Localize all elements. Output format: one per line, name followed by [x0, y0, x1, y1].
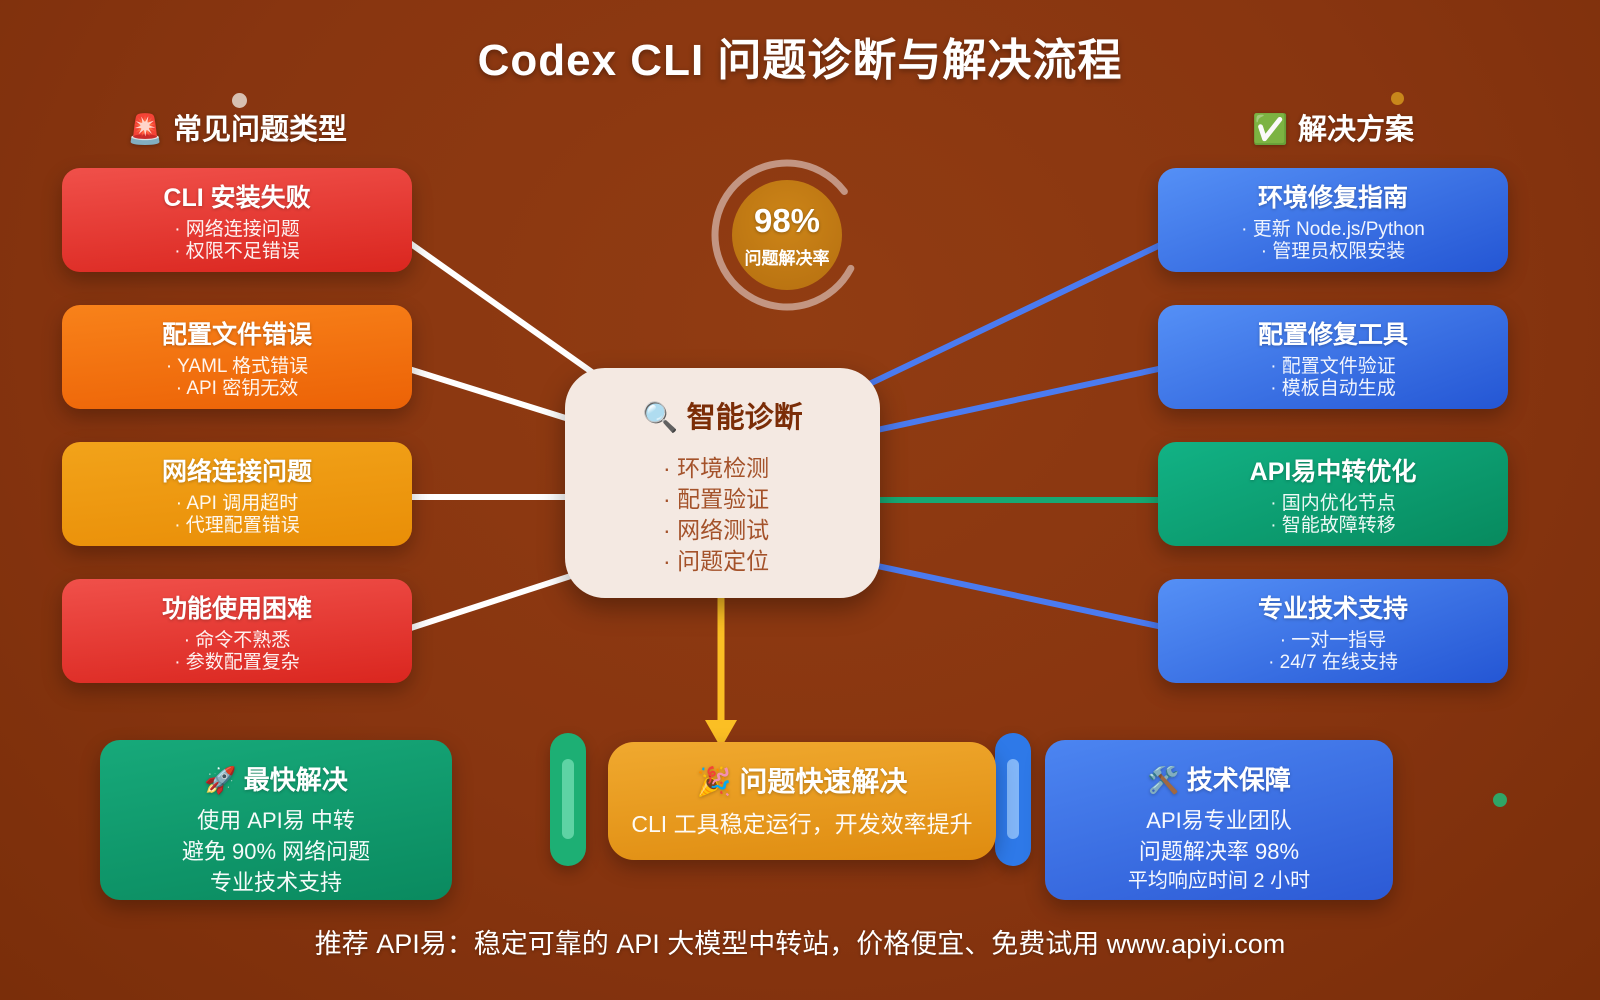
diagnosis-card: 🔍 智能诊断 环境检测 配置验证 网络测试 问题定位	[565, 368, 880, 598]
bottom-card-line: API易专业团队	[1146, 808, 1292, 833]
check-icon: ✅	[1251, 114, 1289, 146]
card-bullet: 参数配置复杂	[62, 652, 412, 674]
section-header-problems-label: 常见问题类型	[173, 114, 348, 146]
card-bullet: 网络连接问题	[62, 219, 412, 241]
problem-card-install-failure: CLI 安装失败 网络连接问题 权限不足错误	[62, 168, 412, 272]
bottom-card-line: 问题解决率 98%	[1138, 839, 1300, 864]
diagnosis-item: 问题定位	[663, 546, 880, 577]
section-header-problems: 🚨 常见问题类型	[62, 106, 412, 148]
problem-card-config-error: 配置文件错误 YAML 格式错误 API 密钥无效	[62, 305, 412, 409]
card-bullet: 更新 Node.js/Python	[1158, 219, 1508, 241]
solution-card-config-tool: 配置修复工具 配置文件验证 模板自动生成	[1158, 305, 1508, 409]
rocket-icon: 🚀	[204, 765, 237, 795]
connector-pill-blue-inner	[1007, 759, 1019, 839]
solution-card-tech-support: 专业技术支持 一对一指导 24/7 在线支持	[1158, 579, 1508, 683]
card-bullet: 代理配置错误	[62, 515, 412, 537]
card-bullet: 命令不熟悉	[62, 630, 412, 652]
page-title: Codex CLI 问题诊断与解决流程	[477, 36, 1123, 85]
card-bullet: YAML 格式错误	[62, 356, 412, 378]
footer-recommendation: 推荐 API易：稳定可靠的 API 大模型中转站，价格便宜、免费试用 www.a…	[314, 929, 1286, 959]
bottom-card-title: 技术保障	[1186, 765, 1291, 795]
connector-pill-green	[550, 733, 586, 866]
resolution-rate-gauge: 98% 问题解决率	[707, 155, 867, 315]
bottom-card-tech-guarantee: 🛠️ 技术保障 API易专业团队 问题解决率 98% 平均响应时间 2 小时	[1045, 740, 1393, 900]
card-bullet: 管理员权限安装	[1158, 241, 1508, 263]
card-bullet: 配置文件验证	[1158, 356, 1508, 378]
card-title: 网络连接问题	[161, 458, 312, 486]
connector-pill-blue	[995, 733, 1031, 866]
hammer-wrench-icon: 🛠️	[1147, 765, 1180, 795]
bottom-card-line: 避免 90% 网络问题	[181, 839, 371, 864]
gauge-disc: 98% 问题解决率	[732, 180, 842, 290]
connector-right-2	[837, 357, 1203, 441]
diagnosis-item: 环境检测	[663, 453, 880, 484]
bottom-card-title: 最快解决	[243, 765, 348, 795]
section-header-solutions: ✅ 解决方案	[1158, 106, 1508, 148]
card-title: CLI 安装失败	[163, 184, 311, 212]
card-bullet: 24/7 在线支持	[1158, 652, 1508, 674]
gauge-label: 问题解决率	[744, 248, 830, 268]
bottom-card-line: 专业技术支持	[209, 870, 342, 895]
connector-right-4	[837, 555, 1203, 638]
connector-left-1	[377, 219, 623, 395]
card-bullet: 模板自动生成	[1158, 378, 1508, 400]
card-title: 功能使用困难	[161, 595, 312, 623]
party-popper-icon: 🎉	[696, 766, 732, 797]
diagnosis-title: 智能诊断	[686, 402, 803, 434]
problem-card-usage: 功能使用困难 命令不熟悉 参数配置复杂	[62, 579, 412, 683]
card-bullet: 一对一指导	[1158, 630, 1508, 652]
card-bullet: API 调用超时	[62, 493, 412, 515]
decorative-dot-left	[232, 93, 247, 108]
card-bullet: 国内优化节点	[1158, 493, 1508, 515]
solution-card-apiyi-relay: API易中转优化 国内优化节点 智能故障转移	[1158, 442, 1508, 546]
solution-card-env-repair: 环境修复指南 更新 Node.js/Python 管理员权限安装	[1158, 168, 1508, 272]
section-header-solutions-label: 解决方案	[1298, 114, 1415, 146]
problem-card-network: 网络连接问题 API 调用超时 代理配置错误	[62, 442, 412, 546]
connector-pill-green-inner	[562, 759, 574, 839]
card-title: 专业技术支持	[1257, 595, 1408, 623]
card-title: API易中转优化	[1249, 458, 1417, 486]
card-title: 配置文件错误	[161, 321, 312, 349]
card-bullet: API 密钥无效	[62, 378, 412, 400]
gauge-value: 98%	[753, 201, 821, 239]
siren-icon: 🚨	[126, 114, 164, 146]
bottom-card-line: 使用 API易 中转	[197, 808, 355, 833]
decorative-dot-right-bottom	[1493, 793, 1507, 807]
bottom-card-line: CLI 工具稳定运行，开发效率提升	[631, 811, 973, 837]
connector-right-1	[837, 223, 1203, 401]
diagnosis-item: 网络测试	[663, 515, 880, 546]
bottom-card-fastest-solution: 🚀 最快解决 使用 API易 中转 避免 90% 网络问题 专业技术支持	[100, 740, 452, 900]
card-bullet: 权限不足错误	[62, 241, 412, 263]
bottom-card-title: 问题快速解决	[739, 766, 908, 797]
card-bullet: 智能故障转移	[1158, 515, 1508, 537]
card-title: 环境修复指南	[1257, 184, 1408, 212]
arrow-down-head	[705, 720, 737, 748]
magnifier-icon: 🔍	[642, 402, 679, 434]
diagnosis-item: 配置验证	[663, 484, 880, 515]
bottom-card-quick-resolution: 🎉 问题快速解决 CLI 工具稳定运行，开发效率提升	[608, 742, 996, 860]
gauge-ring	[711, 159, 863, 311]
bottom-card-line: 平均响应时间 2 小时	[1127, 870, 1311, 892]
card-title: 配置修复工具	[1257, 321, 1408, 349]
decorative-dot-right-top	[1391, 92, 1404, 105]
